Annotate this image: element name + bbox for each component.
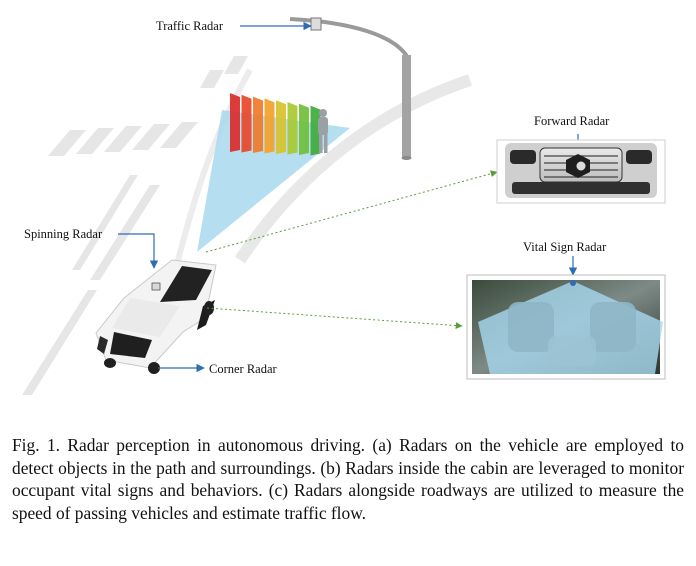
detection-slice	[253, 96, 263, 153]
detection-slice	[230, 93, 240, 152]
traffic-pole	[289, 17, 412, 160]
label-spinning-radar: Spinning Radar	[24, 227, 103, 241]
detection-slice	[287, 102, 298, 155]
detection-slice	[299, 103, 309, 155]
forward-radar-inset	[496, 139, 666, 204]
detection-slice	[276, 100, 286, 154]
car	[95, 259, 217, 374]
spinning-radar-pointer	[118, 233, 159, 269]
detection-slice	[241, 94, 252, 153]
label-forward-radar: Forward Radar	[534, 114, 610, 128]
figure-caption: Fig. 1. Radar perception in autonomous d…	[12, 435, 684, 523]
road-curve	[235, 74, 472, 264]
detection-slice	[264, 98, 275, 154]
vital-sign-radar-inset	[466, 274, 666, 380]
link-forward-radar	[205, 170, 498, 253]
label-traffic-radar: Traffic Radar	[156, 19, 224, 33]
radar-scene-figure: Traffic Radar Spinning Radar Corner Rada…	[22, 17, 666, 395]
label-vital-sign-radar: Vital Sign Radar	[523, 240, 607, 254]
pedestrian	[318, 109, 328, 153]
label-corner-radar: Corner Radar	[209, 362, 278, 376]
link-vital-sign-radar	[206, 307, 463, 330]
road-markings	[22, 56, 248, 395]
detection-slice	[310, 105, 321, 156]
detection-slices	[230, 93, 321, 156]
